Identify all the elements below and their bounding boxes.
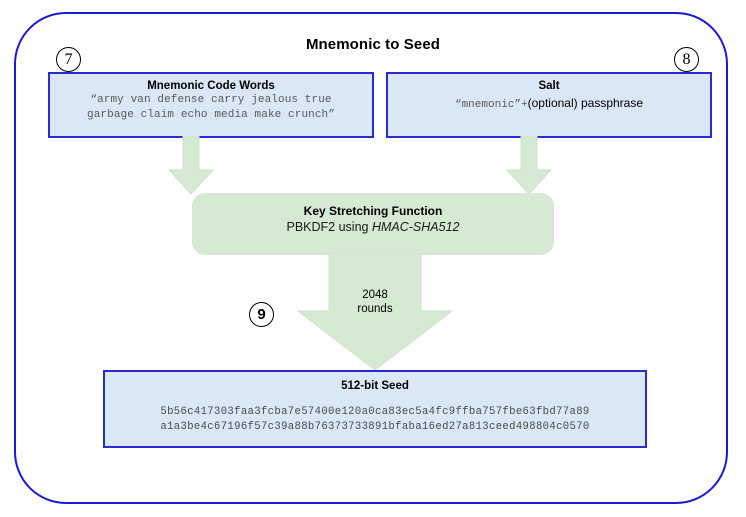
rounds-unit: rounds [357,303,393,315]
salt-plus-sign: + [521,99,528,111]
salt-box-title: Salt [538,80,560,92]
step-marker-9: 9 [249,302,274,327]
salt-mono-text: “mnemonic” [454,99,521,111]
page-title: Mnemonic to Seed [305,36,441,53]
step-marker-8: 8 [674,47,699,72]
key-stretching-function-box: Key Stretching Function PBKDF2 using HMA… [192,193,554,255]
seed-hex-line-1: 5b56c417303faa3fcba7e57400e120a0ca83ec5a… [160,406,590,418]
seed-box: 512-bit Seed 5b56c417303faa3fcba7e57400e… [103,370,647,448]
salt-box: Salt “mnemonic”+(optional) passphrase [386,72,712,138]
arrow-salt-to-ksf [506,136,552,195]
step-marker-7: 7 [56,47,81,72]
mnemonic-words-line-1: “army van defense carry jealous true [90,94,332,106]
rounds-label: 2048 rounds [335,288,415,316]
mnemonic-code-words-box: Mnemonic Code Words “army van defense ca… [48,72,374,138]
ksf-title: Key Stretching Function [303,204,443,218]
seed-box-title: 512-bit Seed [341,380,409,392]
arrow-mnemonic-to-ksf [168,136,214,195]
ksf-algorithm-name: HMAC-SHA512 [371,220,460,234]
arrow-ksf-to-seed [297,253,453,371]
salt-passphrase-text: (optional) passphrase [527,96,644,110]
mnemonic-words-line-2: garbage claim echo media make crunch” [87,109,335,121]
ksf-subtitle-prefix: PBKDF2 using [286,220,372,234]
mnemonic-box-title: Mnemonic Code Words [147,80,275,92]
rounds-count: 2048 [362,289,388,301]
seed-hex-line-2: a1a3be4c67196f57c39a88b76373733891bfaba1… [160,421,590,433]
salt-box-formula: “mnemonic”+(optional) passphrase [388,95,710,113]
ksf-subtitle: PBKDF2 using HMAC-SHA512 [192,219,554,236]
diagram-outer-frame [14,12,728,504]
